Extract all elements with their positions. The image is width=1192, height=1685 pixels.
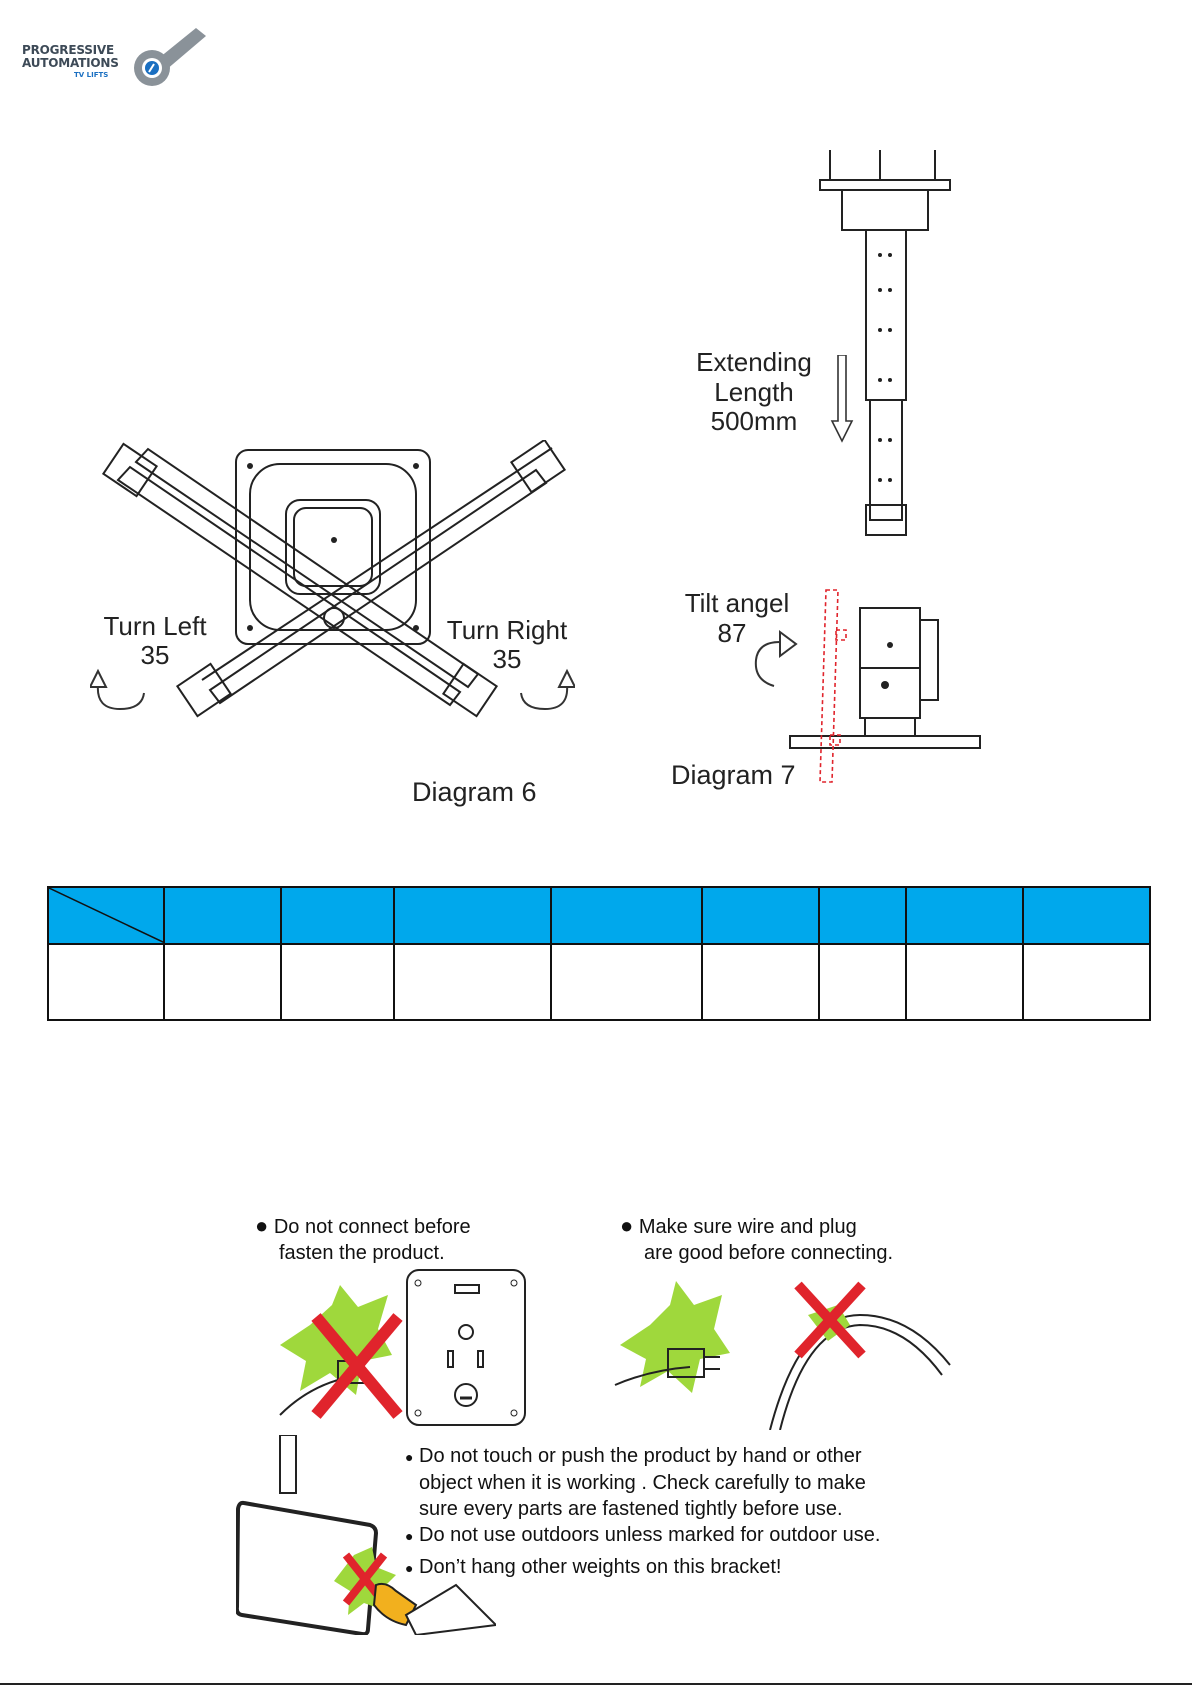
warning-1-line1: Do not connect before	[273, 1216, 471, 1238]
table-cell	[279, 943, 396, 1021]
plug-outlet-illustration	[279, 1269, 526, 1426]
table-cell	[550, 943, 703, 1021]
page-bottom-rule	[0, 1683, 1192, 1685]
diagonal-line-icon	[49, 888, 165, 943]
warning-3-line1: Do not touch or push the product by hand…	[419, 1445, 862, 1467]
logo-line1: PROGRESSIVE	[22, 43, 115, 57]
table-header-cell	[393, 886, 553, 945]
spec-table	[47, 886, 1151, 1021]
bullet-icon: ●	[405, 1449, 414, 1465]
table-corner-cell	[47, 886, 165, 945]
logo-line2: AUTOMATIONS	[22, 56, 119, 70]
warning-3-line2: object when it is working . Check carefu…	[419, 1472, 866, 1494]
table-cell	[393, 943, 553, 1021]
warning-2-line1: Make sure wire and plug	[638, 1216, 857, 1238]
warning-2-line2: are good before connecting.	[644, 1242, 894, 1264]
diagram7-drawing	[789, 150, 981, 783]
tilt-arrow-icon	[754, 630, 798, 687]
table-cell	[700, 943, 820, 1021]
table-header-cell	[817, 886, 908, 945]
warning-1: ● Do not connect before fasten the produ…	[255, 1213, 471, 1266]
extending-line3: 500mm	[710, 406, 798, 436]
damaged-wire-illustration	[614, 1281, 951, 1430]
diagram6-caption: Diagram 6	[412, 777, 537, 807]
bullet-icon: ●	[405, 1528, 414, 1544]
logo: PROGRESSIVE AUTOMATIONS TV LIFTS	[22, 28, 206, 90]
turn-right-value: 35	[492, 644, 522, 674]
table-cell	[817, 943, 908, 1021]
extending-line1: Extending	[696, 347, 812, 377]
turn-right-arrow-icon	[520, 668, 575, 711]
table-header-cell	[279, 886, 396, 945]
warning-1-line2: fasten the product.	[279, 1242, 445, 1264]
extending-arrow-icon	[830, 355, 854, 443]
warning-4-text: Do not use outdoors unless marked for ou…	[419, 1524, 881, 1546]
turn-right-label: Turn Right	[446, 615, 568, 645]
table-cell	[905, 943, 1025, 1021]
table-cell	[1022, 943, 1151, 1021]
table-header-cell	[550, 886, 703, 945]
logo-wrench-icon	[134, 28, 206, 86]
bullet-icon: ●	[255, 1213, 269, 1238]
warning-5-text: Don’t hang other weights on this bracket…	[419, 1556, 782, 1578]
warning-3-line3: sure every parts are fastened tightly be…	[419, 1498, 843, 1520]
extending-line2: Length	[714, 377, 794, 407]
warning-4: ● Do not use outdoors unless marked for …	[405, 1522, 880, 1549]
diagram6-drawing	[101, 440, 567, 718]
diagram7-caption: Diagram 7	[671, 760, 796, 790]
table-cell	[162, 943, 282, 1021]
warning-5: ● Don’t hang other weights on this brack…	[405, 1554, 781, 1581]
table-cell	[47, 943, 165, 1021]
turn-left-value: 35	[140, 640, 170, 670]
logo-line3: TV LIFTS	[74, 71, 109, 79]
hand-touch-illustration	[236, 1435, 496, 1635]
turn-left-label: Turn Left	[103, 611, 207, 641]
warning-3: ● Do not touch or push the product by ha…	[405, 1443, 866, 1522]
table-header-cell	[700, 886, 820, 945]
turn-left-arrow-icon	[90, 668, 145, 711]
table-row	[47, 943, 1151, 1021]
bullet-icon: ●	[620, 1213, 634, 1238]
warning-2: ● Make sure wire and plug are good befor…	[620, 1213, 893, 1266]
table-header-cell	[162, 886, 282, 945]
table-header-row	[47, 886, 1151, 945]
bullet-icon: ●	[405, 1560, 414, 1576]
table-header-cell	[905, 886, 1025, 945]
table-header-cell	[1022, 886, 1151, 945]
tilt-label: Tilt angel	[684, 588, 790, 618]
tilt-value: 87	[717, 618, 747, 648]
